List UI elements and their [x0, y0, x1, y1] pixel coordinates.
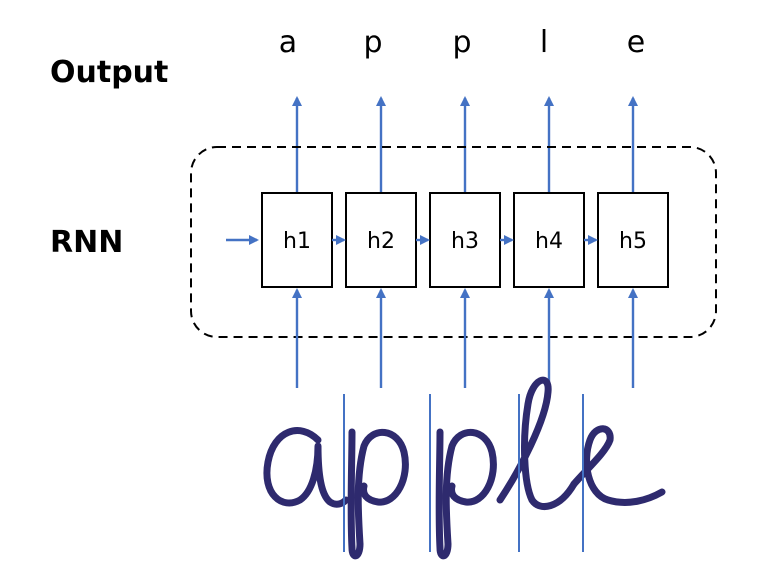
- cell-label: h1: [283, 229, 311, 254]
- cell-h3: h3: [429, 192, 501, 288]
- cell-h2: h2: [345, 192, 417, 288]
- cell-label: h2: [367, 229, 395, 254]
- cell-label: h3: [451, 229, 479, 254]
- cell-h5: h5: [597, 192, 669, 288]
- output-char-l: l: [540, 25, 548, 60]
- cell-label: h5: [619, 229, 647, 254]
- output-label: Output: [50, 55, 168, 90]
- handwritten-word-image: [263, 376, 666, 560]
- cell-box: [261, 192, 333, 288]
- cell-h4: h4: [513, 192, 585, 288]
- output-char-p2: p: [452, 25, 471, 60]
- output-char-p1: p: [363, 25, 382, 60]
- rnn-label: RNN: [50, 225, 123, 260]
- output-char-a: a: [279, 25, 297, 60]
- cell-label: h4: [535, 229, 563, 254]
- cell-box: [597, 192, 669, 288]
- cell-h1: h1: [261, 192, 333, 288]
- output-char-e: e: [627, 25, 645, 60]
- cell-box: [513, 192, 585, 288]
